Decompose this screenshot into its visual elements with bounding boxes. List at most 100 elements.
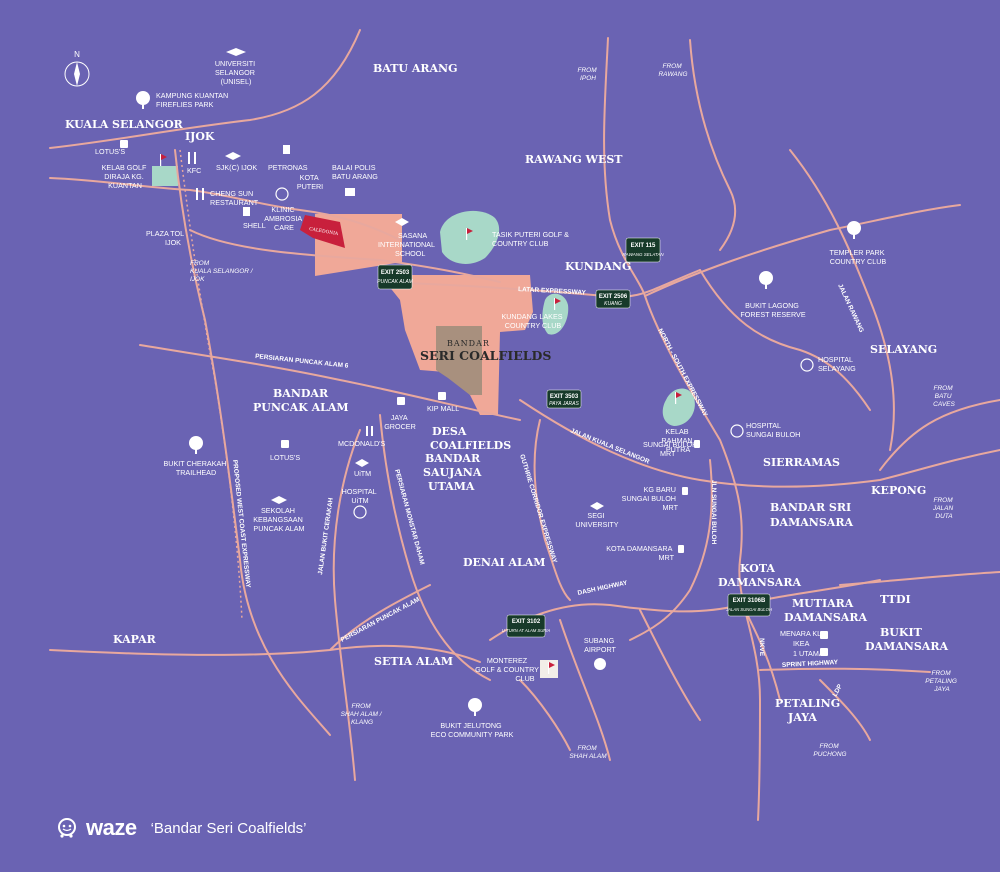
area-label: KAPAR <box>113 633 157 646</box>
graduation-cap-icon <box>225 152 241 160</box>
road-kuala-selangor-top <box>49 29 361 149</box>
poi-label-line: AIRPORT <box>584 645 616 654</box>
poi-label: KELAB RAHMAN PUTRA <box>661 427 694 454</box>
poi-label: KIP MALL <box>427 404 459 413</box>
road-ijok-route <box>49 177 401 241</box>
svg-text:KUANG: KUANG <box>604 301 622 307</box>
poi-label: CHENG SUN RESTAURANT <box>210 189 259 207</box>
area-label-line: DAMANSARA <box>770 516 853 529</box>
poi-label: KLINIC AMBROSIA CARE <box>264 205 304 232</box>
area-label: BUKIT DAMANSARA <box>865 626 948 653</box>
from-label: FROM SHAH ALAM <box>569 745 607 760</box>
roads <box>49 29 1000 821</box>
poi-label-line: PUTRA <box>666 445 691 454</box>
poi-label-line: BUKIT LAGONG <box>745 301 799 310</box>
road-persiaran-monstar-daham <box>379 414 491 681</box>
metro-train-icon <box>682 487 688 495</box>
poi-label-line: UiTM <box>351 496 368 505</box>
poi-label: SASANA INTERNATIONAL SCHOOL <box>378 231 437 258</box>
road-ijok-to-kundang <box>189 229 501 283</box>
poi-label: JAYA GROCER <box>384 413 416 431</box>
from-label-line: FROM <box>934 497 954 504</box>
from-label-line: IPOH <box>580 75 596 82</box>
poi-label-line: KLINIC <box>271 205 294 214</box>
poi-label: HOSPITAL SELAYANG <box>818 355 856 373</box>
exit-2506: EXIT 2506 KUANG <box>595 289 631 309</box>
road-north-south-expressway <box>644 295 761 821</box>
poi-label-line: BALAI POLIS <box>332 163 376 172</box>
from-label-line: JAYA <box>933 686 949 693</box>
kelab-golf-kg-kuantan-park <box>152 166 178 186</box>
fuel-pump-icon <box>283 145 290 154</box>
poi-label: BUKIT JELUTONG ECO COMMUNITY PARK <box>431 721 514 739</box>
poi-label-line: HOSPITAL <box>818 355 853 364</box>
from-label-line: RAWANG <box>658 71 687 78</box>
road-jln-sungai-buloh <box>629 459 713 641</box>
from-label-line: JALAN <box>932 505 954 512</box>
poi-label: SHELL <box>243 221 266 230</box>
poi-label: HOSPITAL SUNGAI BULOH <box>746 421 800 439</box>
area-label-line: PETALING <box>775 697 840 710</box>
poi-label-line: KG BARU <box>644 485 676 494</box>
poi-label-line: TEMPLER PARK <box>830 248 885 257</box>
restaurant-icon <box>196 188 204 200</box>
area-label: BANDAR SAUJANA UTAMA <box>423 452 485 493</box>
poi-label-line: UNIVERSITY <box>575 520 618 529</box>
road-batu-caves <box>879 399 1000 471</box>
road-latar-expressway <box>379 269 701 298</box>
poi-label: SEKOLAH KEBANGSAAN PUNCAK ALAM <box>253 506 305 533</box>
from-label: FROM PUCHONG <box>813 743 846 758</box>
road-ttdi-east <box>839 571 1000 586</box>
area-label-line: DAMANSARA <box>784 611 867 624</box>
poi-label-line: GOLF & COUNTRY <box>475 665 539 674</box>
map-icons <box>120 48 861 716</box>
area-label-line: DAMANSARA <box>718 576 801 589</box>
from-label: FROM BATU CAVES <box>933 385 955 408</box>
poi-label-line: CARE <box>274 223 294 232</box>
waze-brand: waze <box>86 815 137 840</box>
area-label: BANDAR PUNCAK ALAM <box>253 387 349 414</box>
poi-label: MCDONALD'S <box>338 439 386 448</box>
hospital-icon <box>275 187 289 201</box>
poi-label-line: SEKOLAH <box>261 506 295 515</box>
poi-label-line: SUNGAI BULOH <box>746 430 800 439</box>
poi-label-line: KOTA <box>300 173 319 182</box>
from-label-line: SHAH ALAM <box>569 753 607 760</box>
poi-label-line: (UNISEL) <box>221 77 252 86</box>
parks <box>152 166 695 678</box>
poi-label: TASIK PUTERI GOLF & COUNTRY CLUB <box>492 230 571 248</box>
airplane-icon <box>594 658 606 670</box>
svg-text:RAWANG SELATAN: RAWANG SELATAN <box>622 252 664 257</box>
from-label-line: IJOK <box>190 276 205 283</box>
shopping-bag-icon <box>820 648 828 656</box>
area-label: KUALA SELANGOR <box>65 118 184 131</box>
project-label-big: SERI COALFIELDS <box>420 348 551 363</box>
poi-label-line: SUNGAI BULOH <box>643 440 697 449</box>
poi-label-line: MRT <box>660 449 676 458</box>
from-label-line: FROM <box>352 703 372 710</box>
road-label: LATAR EXPRESSWAY <box>518 286 587 297</box>
from-label-line: KLANG <box>351 719 373 726</box>
poi-label-line: TRAILHEAD <box>176 468 216 477</box>
road-mutiara <box>639 609 701 721</box>
poi-label-line: MRT <box>663 503 679 512</box>
from-label-line: FROM <box>663 63 683 70</box>
poi-label-line: CHENG SUN <box>210 189 253 198</box>
from-label: FROM JALAN DUTA <box>932 497 955 520</box>
from-label-line: PETALING <box>925 678 957 685</box>
road-from-rawang <box>689 39 737 251</box>
poi-label-line: RAHMAN <box>661 436 692 445</box>
poi-label-line: COUNTRY CLUB <box>492 239 549 248</box>
from-label-line: CAVES <box>933 401 955 408</box>
poi-label-line: KOTA DAMANSARA <box>606 544 672 553</box>
area-labels: KUALA SELANGOR IJOK BATU ARANG RAWANG WE… <box>65 62 948 724</box>
poi-label-line: SUBANG <box>584 636 615 645</box>
shopping-bag-icon <box>397 397 405 405</box>
from-label-line: KUALA SELANGOR / <box>190 268 254 275</box>
area-label-line: BANDAR <box>425 452 481 465</box>
waze-logo-icon <box>58 818 76 838</box>
poi-label-line: KELAB GOLF <box>102 163 147 172</box>
poi-label-line: SCHOOL <box>395 249 425 258</box>
poi-label-line: MONTEREZ <box>487 656 528 665</box>
poi-label-line: INTERNATIONAL <box>378 240 435 249</box>
